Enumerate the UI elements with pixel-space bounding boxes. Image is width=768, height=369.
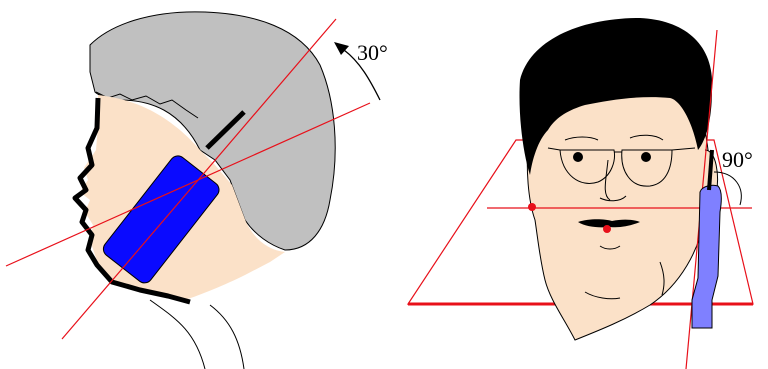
side-hair	[89, 11, 336, 251]
side-angle-arc	[343, 49, 381, 101]
side-collar	[149, 299, 245, 369]
front-mouth-point	[603, 225, 611, 233]
side-view-panel: 30°	[5, 11, 388, 369]
front-angle-label: 90°	[722, 147, 753, 172]
side-profile-outline	[72, 97, 191, 305]
front-nose	[599, 159, 627, 202]
front-eye-left	[573, 152, 583, 162]
front-mouth	[578, 219, 640, 228]
front-ear-point	[528, 203, 536, 211]
front-phone	[691, 184, 722, 329]
front-eye-right	[641, 152, 651, 162]
front-view-panel: 90°	[406, 18, 754, 369]
front-eyebrow-left	[564, 136, 599, 141]
front-glasses	[547, 147, 696, 187]
front-angle-arc	[713, 171, 742, 206]
front-phone-antenna	[707, 149, 714, 191]
side-reference-line-horizontal-tilt	[5, 102, 371, 267]
side-phone-antenna	[205, 110, 246, 150]
front-jaw-lines	[584, 261, 665, 300]
side-reference-line-phone-axis	[61, 18, 337, 340]
front-chin-line	[599, 245, 621, 250]
front-eyebrow-right	[629, 134, 664, 141]
side-angle-arrowhead	[334, 42, 349, 55]
side-hair-fringe	[95, 91, 199, 119]
side-angle-label: 30°	[357, 40, 388, 65]
front-hair	[519, 18, 713, 175]
